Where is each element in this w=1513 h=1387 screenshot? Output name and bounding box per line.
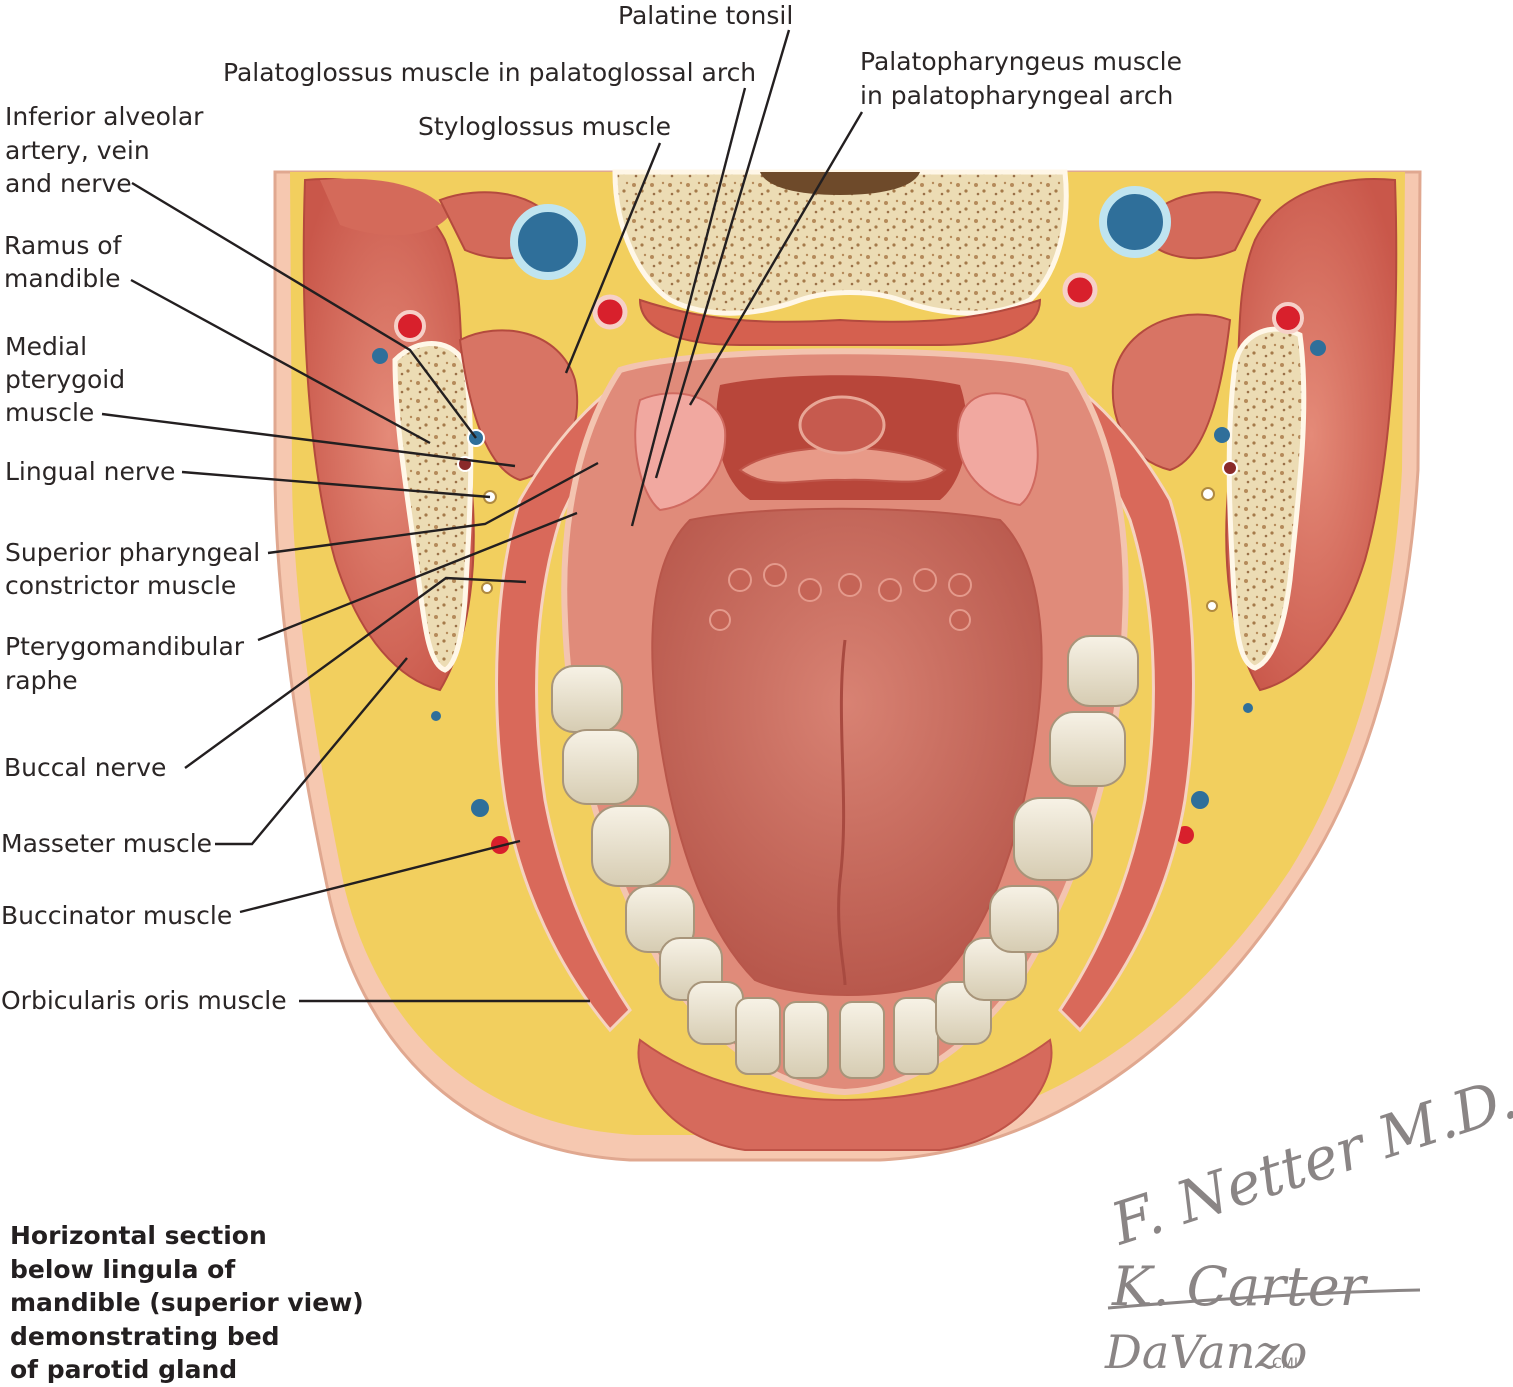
caption-line-4: demonstrating bed [10, 1321, 280, 1351]
leader-superior-pharyngeal [267, 461, 599, 555]
carotid-artery-left [592, 294, 628, 330]
caption-line-3: mandible (superior view) [10, 1288, 364, 1317]
lower-lip [637, 1038, 1053, 1151]
palatine-tonsil-right [956, 392, 1039, 507]
facial-artery-right [1176, 826, 1194, 844]
leader-styloglossus [564, 142, 662, 374]
label-palatopharyngeus-2: in palatopharyngeal arch [860, 81, 1173, 110]
prevertebral-muscles [638, 298, 1042, 346]
leader-masseter [215, 657, 408, 846]
label-pterygomandibular-2: raphe [5, 666, 78, 695]
label-medial-pterygoid-2: pterygoid [5, 365, 125, 394]
vallate-papillae [709, 563, 972, 631]
label-inferior-alveolar-2: artery, vein [5, 136, 150, 165]
vessel-right-small-2 [1243, 703, 1253, 713]
label-lingual-nerve: Lingual nerve [5, 457, 175, 486]
label-styloglossus: Styloglossus muscle [418, 112, 671, 141]
internal-jugular-vein-left [510, 204, 586, 280]
facial-vein-left [471, 799, 489, 817]
vessel-left-small-2 [431, 711, 441, 721]
leader-inferior-alveolar [131, 181, 477, 439]
leader-buccal-nerve [184, 576, 527, 769]
caption-line-2: below lingula of [10, 1254, 236, 1284]
label-pterygomandibular-1: Pterygomandibular [5, 632, 245, 661]
leader-palatine-tonsil [654, 29, 791, 479]
leader-ramus [130, 278, 431, 445]
nerve-right [1201, 487, 1215, 501]
figure-caption: Horizontal section below lingula of mand… [10, 1219, 390, 1387]
spinal-canal [760, 172, 920, 195]
caption-line-5: of parotid gland [10, 1355, 238, 1384]
facial-vein-right [1191, 791, 1209, 809]
leader-buccinator [239, 839, 521, 914]
label-orbicularis: Orbicularis oris muscle [1, 986, 287, 1015]
vessel-right-3 [1222, 460, 1238, 476]
vessel-right-2 [1214, 427, 1230, 443]
nerve-right-2 [1206, 600, 1218, 612]
label-inferior-alveolar-3: and nerve [5, 169, 132, 198]
leader-pterygomandibular [257, 511, 578, 642]
label-ramus-2: mandible [4, 264, 121, 293]
vessel-left-1 [394, 310, 426, 342]
leader-lingual-nerve [181, 470, 491, 499]
signature-cmi: CMI [1272, 1356, 1298, 1372]
leader-palatoglossus [630, 87, 747, 527]
label-palatoglossus: Palatoglossus muscle in palatoglossal ar… [223, 58, 756, 87]
label-superior-pharyngeal-2: constrictor muscle [5, 571, 236, 600]
label-palatine-tonsil: Palatine tonsil [618, 1, 793, 30]
signature-netter: F. Netter M.D. [1102, 1064, 1513, 1259]
label-palatopharyngeus-1: Palatopharyngeus muscle [860, 47, 1182, 76]
laryngeal-inlet [798, 395, 886, 455]
ramus-right [1226, 326, 1307, 671]
label-buccinator: Buccinator muscle [1, 901, 232, 930]
label-buccal-nerve: Buccal nerve [4, 753, 166, 782]
label-inferior-alveolar-1: Inferior alveolar [5, 102, 204, 131]
vertebra [612, 169, 1069, 316]
vessel-right-1 [1272, 302, 1304, 334]
buccal-nerve-dot [481, 582, 493, 594]
signature-davanzo: DaVanzo [1104, 1325, 1307, 1379]
vein-left-small [372, 348, 388, 364]
leader-lines [101, 29, 864, 1003]
signature-carter-underline [1107, 1288, 1421, 1310]
tongue-median-sulcus [837, 639, 847, 986]
label-superior-pharyngeal-1: Superior pharyngeal [5, 538, 260, 567]
vein-right-small [1310, 340, 1326, 356]
mouth-cross-section-illustration [273, 169, 1422, 1162]
tongue [651, 507, 1043, 996]
artist-signatures: F. Netter M.D. K. Carter DaVanzo CMI [1102, 1064, 1513, 1379]
label-masseter: Masseter muscle [1, 829, 212, 858]
label-medial-pterygoid-3: muscle [5, 398, 94, 427]
caption-line-1: Horizontal section [10, 1221, 267, 1250]
internal-jugular-vein-right [1099, 186, 1171, 258]
anatomy-labels: Palatine tonsil Palatoglossus muscle in … [1, 1, 1182, 1015]
carotid-artery-right [1062, 272, 1098, 308]
lower-teeth [551, 635, 1139, 1079]
label-medial-pterygoid-1: Medial [5, 332, 87, 361]
upper-muscle-left [320, 178, 450, 236]
leader-palatopharyngeus [688, 111, 864, 406]
leader-medial-pterygoid [101, 412, 516, 468]
label-ramus-1: Ramus of [4, 231, 123, 260]
signature-carter: K. Carter [1111, 1255, 1369, 1318]
